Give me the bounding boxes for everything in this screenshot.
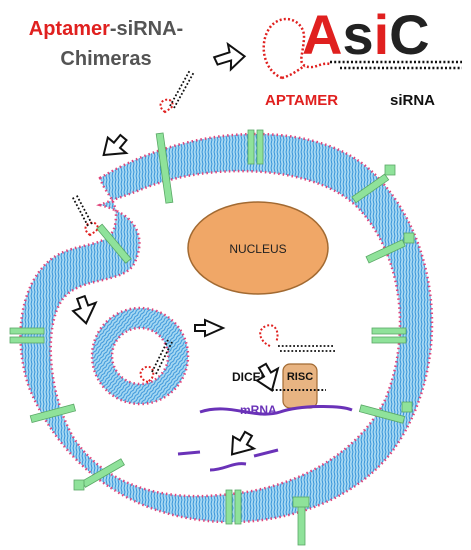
logo-letter-a: A <box>302 3 343 66</box>
logo-letter-c: C <box>389 3 430 66</box>
nucleus-label: NUCLEUS <box>229 242 286 256</box>
mrna-label: mRNA <box>240 403 277 417</box>
arrow-escape <box>194 318 226 338</box>
receptor-lower-left <box>29 403 77 424</box>
receptor-mid-right <box>365 232 415 264</box>
title-sirna-part: -siRNA- <box>109 18 184 40</box>
chimera-legend <box>262 17 462 80</box>
process-arrows <box>71 41 280 456</box>
chimera-entering-top <box>159 69 195 114</box>
membrane-receptors <box>9 129 415 546</box>
chimera-at-invagination <box>71 193 99 237</box>
cleaved-mrna-fragments <box>177 448 279 472</box>
endosome <box>90 306 190 406</box>
arrow-bind <box>102 133 129 157</box>
cell-membrane <box>19 132 434 524</box>
receptor-with-bound-chimera <box>96 223 132 264</box>
arrow-approach <box>212 41 247 72</box>
arrow-endocytosis <box>71 294 98 325</box>
receptor-upper-left <box>155 132 174 204</box>
chimera-released <box>259 324 335 352</box>
mrna-strand: mRNA <box>199 403 353 417</box>
receptor-bottom-left <box>73 458 125 491</box>
logo-letter-s: s <box>342 3 374 66</box>
asic-logo: AsiC <box>302 4 430 66</box>
legend-aptamer-label: APTAMER <box>265 92 339 109</box>
legend-sirna-label: siRNA <box>390 92 436 109</box>
title-aptamer-word: Aptamer <box>28 18 110 40</box>
arrow-cleavage <box>230 430 257 456</box>
receptor-left <box>9 327 45 344</box>
receptor-bottom-right <box>292 496 310 546</box>
receptor-right <box>371 327 407 344</box>
figure-title: Aptamer-siRNA- Chimeras <box>6 14 206 74</box>
chimera-in-endosome <box>139 339 173 384</box>
arrow-dicer <box>255 362 280 392</box>
risc-complex: RISC <box>272 363 326 409</box>
receptor-lower-right <box>358 401 413 424</box>
title-line1: Aptamer-siRNA- <box>6 14 206 44</box>
receptor-top-middle <box>247 129 264 165</box>
nucleus: NUCLEUS <box>187 201 329 295</box>
logo-letter-i: i <box>373 3 390 66</box>
receptor-upper-right <box>351 164 396 204</box>
risc-label: RISC <box>287 371 313 383</box>
title-line2: Chimeras <box>60 48 152 70</box>
receptor-bottom <box>225 489 242 525</box>
